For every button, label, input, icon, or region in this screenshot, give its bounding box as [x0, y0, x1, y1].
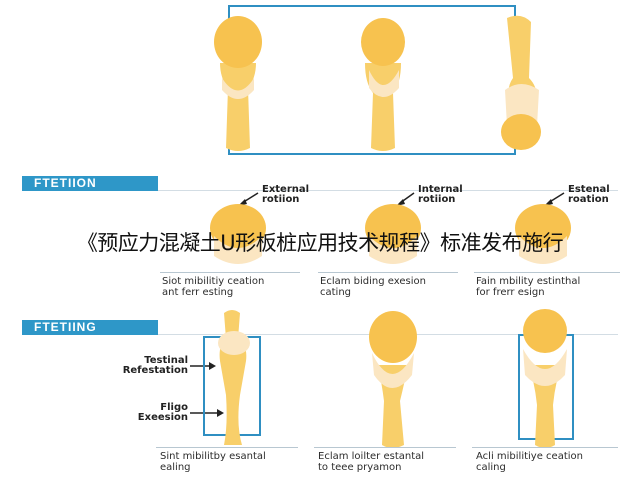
label-testinal-refestation: Testinal Refestation: [122, 355, 188, 376]
section-header-1-label: FTETIION: [34, 176, 97, 190]
finger-bone-bottom-1: [203, 310, 261, 445]
section-header-1: FTETIION: [22, 176, 158, 191]
caption-rule-bottom-3: [472, 447, 618, 448]
caption-bottom-1: Sint mibilitby esantal ealing: [160, 451, 266, 473]
caption-middle-3: Fain mbility estinthal for frerr esign: [476, 276, 581, 298]
caption-rule-bottom-1: [156, 447, 298, 448]
finger-bone-middle-2: [365, 204, 421, 264]
caption-rule-middle-2: [318, 272, 458, 273]
callout-external-rotation: External rotiion: [262, 184, 310, 205]
caption-bottom-3: Acli mibilitiye ceation caling: [476, 451, 583, 473]
finger-bone-middle-1: [210, 204, 266, 264]
caption-middle-1: Siot mibilitiy ceation ant ferr esting: [162, 276, 265, 298]
caption-rule-bottom-2: [314, 447, 456, 448]
finger-bone-top-3: [501, 15, 541, 150]
callout-internal-rotation: Internal rotiion: [418, 184, 463, 205]
section-divider-1: [158, 190, 618, 191]
caption-bottom-2: Eclam loilter estantal to teee pryamon: [318, 451, 425, 473]
finger-bone-top-1: [214, 16, 262, 151]
callout-estenal-rotation: Estenal roation: [568, 184, 610, 205]
section-header-2: FTETIING: [22, 320, 158, 335]
label-fligo-exeesion: Fligo Exeesion: [137, 402, 188, 423]
finger-bone-top-2: [361, 18, 405, 151]
caption-rule-middle-1: [160, 272, 300, 273]
finger-bone-bottom-2: [369, 311, 417, 448]
caption-rule-middle-3: [474, 272, 620, 273]
section-header-2-label: FTETIING: [34, 320, 97, 334]
finger-bone-bottom-3: [518, 309, 574, 448]
caption-middle-2: Eclam biding exesion cating: [320, 276, 426, 298]
overlay-title: 《预应力混凝土U形板桩应用技术规程》标准发布施行: [76, 231, 564, 255]
finger-bone-middle-3: [515, 204, 571, 264]
